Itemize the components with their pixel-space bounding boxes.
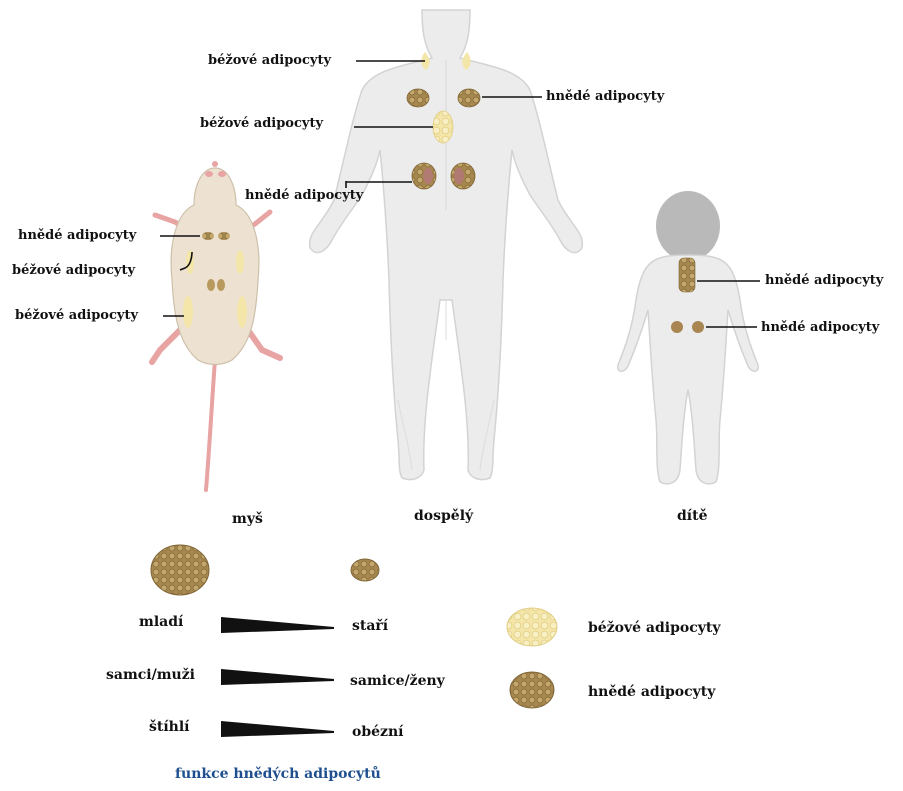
large-brown-cluster-icon (151, 545, 209, 595)
adult-beige-mid (433, 111, 453, 143)
label-adult-beige-mid: béžové adipocyty (200, 117, 323, 130)
caption-adult: dospělý (414, 509, 473, 523)
label-mouse-beige-2: béžové adipocyty (15, 309, 138, 322)
child-brown-kidney-left (671, 321, 683, 333)
child-brown-upper (679, 258, 695, 292)
mouse-figure (152, 161, 280, 490)
brown-adipocyte-cluster-icon (510, 672, 554, 708)
beige-adipocyte-cluster-icon (507, 608, 557, 646)
wedge-icon (221, 617, 334, 633)
adult-brown-right (458, 89, 480, 107)
label-mouse-brown: hnědé adipocyty (18, 229, 136, 242)
wedge-icon (221, 669, 334, 685)
child-figure (618, 191, 759, 484)
label-mouse-beige-1: béžové adipocyty (12, 264, 135, 277)
function-title: funkce hnědých adipocytů (175, 767, 381, 781)
child-brown-kidney-right (692, 321, 704, 333)
mouse-brown-left (202, 232, 214, 240)
adult-figure (310, 10, 583, 480)
wedge-icon (221, 721, 334, 737)
adult-brown-left (407, 89, 429, 107)
label-child-brown-upper: hnědé adipocyty (765, 274, 883, 287)
comparison-right-obese: obézní (352, 725, 403, 739)
legend-brown-label: hnědé adipocyty (588, 685, 715, 699)
mouse-brown-right (218, 232, 230, 240)
caption-child: dítě (677, 509, 707, 523)
mouse-beige-lower (183, 296, 193, 328)
legend-beige-label: béžové adipocyty (588, 621, 720, 635)
label-adult-brown-upper: hnědé adipocyty (546, 90, 664, 103)
label-adult-beige-neck: béžové adipocyty (208, 54, 331, 67)
label-adult-brown-kidney: hnědé adipocyty (245, 189, 363, 202)
comparison-left-young: mladí (139, 615, 183, 629)
comparison-right-female: samice/ženy (350, 674, 445, 688)
comparison-left-lean: štíhlí (149, 720, 189, 734)
label-child-brown-kidney: hnědé adipocyty (761, 321, 879, 334)
comparison-left-male: samci/muži (106, 668, 195, 682)
caption-mouse: myš (232, 512, 263, 526)
small-brown-cluster-icon (351, 559, 379, 581)
comparison-right-old: staří (352, 619, 388, 633)
